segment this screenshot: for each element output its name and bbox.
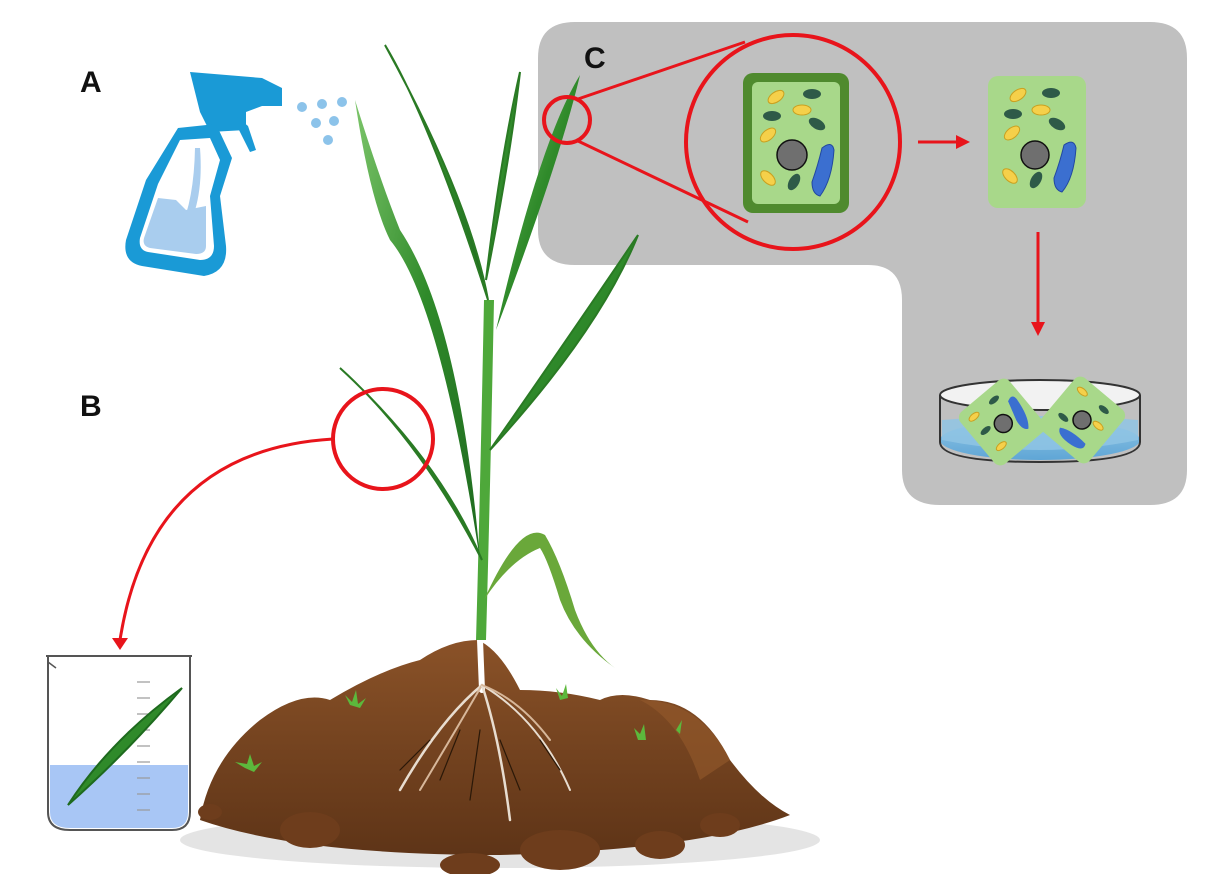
protoplast (988, 76, 1086, 208)
protoplast-in-dish-2 (1038, 376, 1126, 464)
panel-label-c: C (584, 42, 606, 75)
grass-tufts (235, 684, 682, 772)
panel-label-a: A (80, 66, 102, 99)
petri-dish (939, 376, 1141, 466)
plant-roots (398, 637, 571, 822)
spray-droplets (297, 97, 347, 145)
panel-label-b: B (80, 390, 102, 423)
plant-cell-intact (743, 73, 849, 213)
plant-leaves (339, 44, 639, 668)
soil-mound (180, 640, 820, 874)
spray-bottle-icon (125, 72, 282, 276)
beaker (46, 655, 192, 831)
arrow-down (1031, 232, 1045, 336)
protoplast-in-dish-1 (958, 378, 1046, 466)
arrow-right (918, 135, 970, 149)
leaf-c-magnifier (542, 33, 902, 251)
leaf-b-highlight (112, 387, 435, 650)
